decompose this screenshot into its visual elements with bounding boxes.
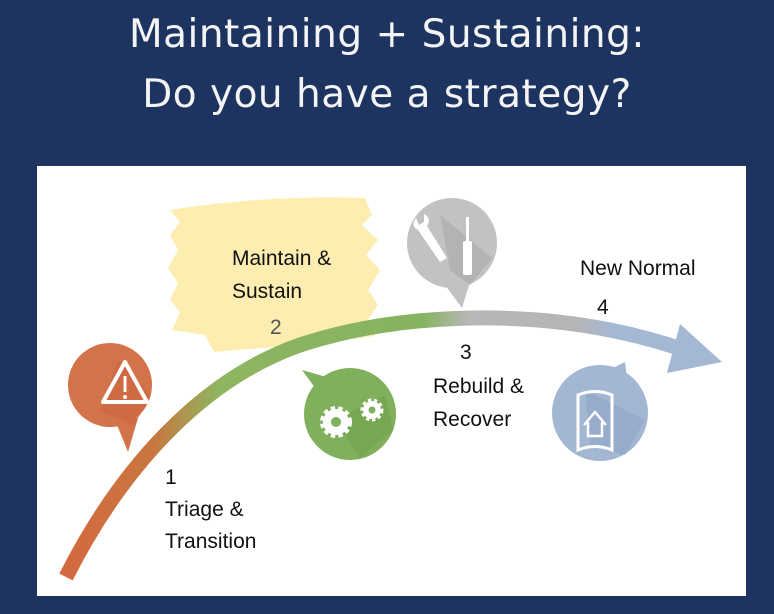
warning-icon (101, 360, 149, 404)
stage-3-label-line1: Rebuild & (433, 375, 525, 398)
stage-1-label-line2: Transition (165, 530, 257, 553)
journey-curve (59, 310, 693, 581)
stage-4-bubble (552, 362, 648, 461)
stage-1-bubble (68, 343, 152, 452)
tools-icon (413, 214, 472, 275)
stage-4-label: New Normal (580, 257, 696, 280)
stage-1-label-line1: Triage & (165, 498, 244, 521)
highlight-blob (168, 197, 380, 352)
stage-3-bubble (407, 198, 497, 308)
stage-1-number: 1 (165, 466, 177, 489)
stage-3-number: 3 (460, 341, 472, 364)
title-line-2: Do you have a strategy? (142, 72, 632, 117)
gears-icon (320, 398, 384, 438)
stage-2-bubble (302, 368, 396, 460)
house-plan-icon (576, 390, 614, 453)
stage-2-label-line1: Maintain & (232, 247, 332, 270)
stage-3-label-line2: Recover (433, 408, 512, 431)
stage-4-number: 4 (597, 296, 609, 319)
arrow-head (667, 324, 722, 373)
title-line-1: Maintaining + Sustaining: (128, 12, 646, 57)
stage-2-label-line2: Sustain (232, 280, 303, 303)
stage-2-number: 2 (270, 316, 282, 339)
